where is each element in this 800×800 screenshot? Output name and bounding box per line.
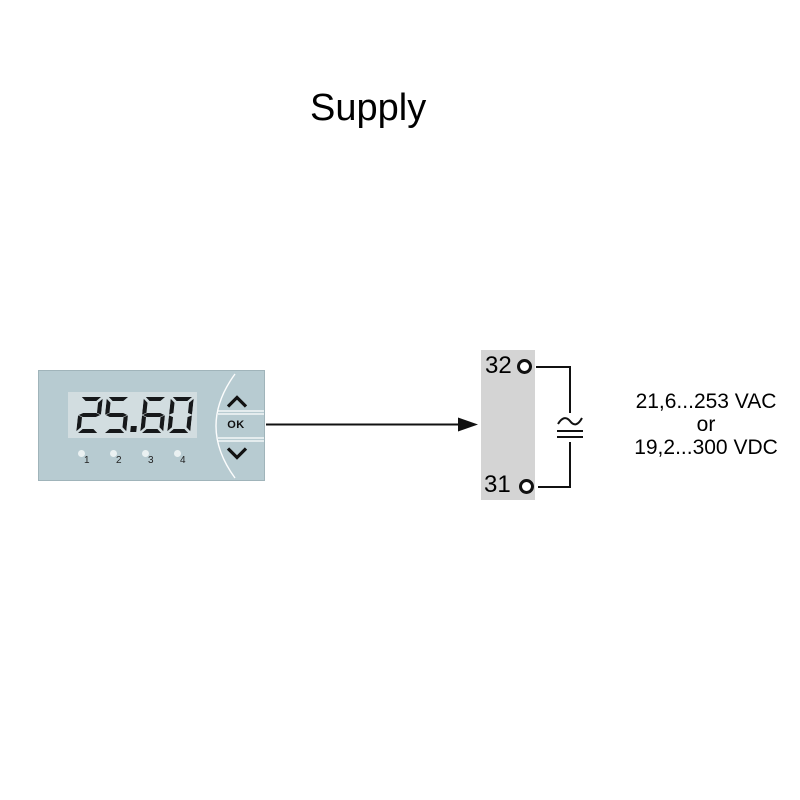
wire-terminal-32 bbox=[536, 366, 571, 413]
led-label-2: 2 bbox=[116, 455, 122, 466]
supply-wiring bbox=[536, 366, 583, 488]
terminal-31-label: 31 bbox=[484, 471, 511, 498]
connection-arrow-icon bbox=[266, 417, 478, 432]
page-title: Supply bbox=[310, 87, 427, 129]
rating-line-vac: 21,6...253 VAC bbox=[635, 390, 777, 413]
chevron-up-icon bbox=[226, 395, 248, 408]
terminal-31-screw-icon bbox=[519, 479, 534, 494]
wire-terminal-31 bbox=[538, 442, 571, 488]
led-indicator-3 bbox=[141, 450, 149, 457]
led-label-4: 4 bbox=[180, 455, 186, 466]
terminal-32-screw-icon bbox=[517, 359, 532, 374]
led-indicator-1 bbox=[77, 450, 85, 457]
lcd-display bbox=[68, 392, 197, 438]
seven-segment-digit bbox=[140, 397, 165, 433]
seven-segment-digit bbox=[167, 397, 194, 433]
supply-rating-text: 21,6...253 VAC or 19,2...300 VDC bbox=[616, 390, 796, 459]
seven-segment-digit bbox=[76, 397, 103, 433]
rating-line-vdc: 19,2...300 VDC bbox=[634, 436, 778, 459]
terminal-block: 32 31 bbox=[481, 350, 535, 500]
led-label-1: 1 bbox=[84, 455, 90, 466]
ok-button-label: OK bbox=[227, 419, 245, 431]
ac-tilde-icon bbox=[557, 417, 583, 426]
chevron-down-icon bbox=[226, 447, 248, 460]
seven-segment-display bbox=[76, 397, 194, 433]
panel-meter-device: 1 2 3 4 OK bbox=[38, 370, 265, 481]
led-indicator-4 bbox=[173, 450, 181, 457]
seven-segment-digit bbox=[105, 397, 128, 433]
rating-line-or: or bbox=[696, 413, 716, 436]
decimal-point bbox=[130, 426, 137, 432]
terminal-32-label: 32 bbox=[485, 352, 512, 379]
led-label-3: 3 bbox=[148, 455, 154, 466]
led-indicator-2 bbox=[109, 450, 117, 457]
